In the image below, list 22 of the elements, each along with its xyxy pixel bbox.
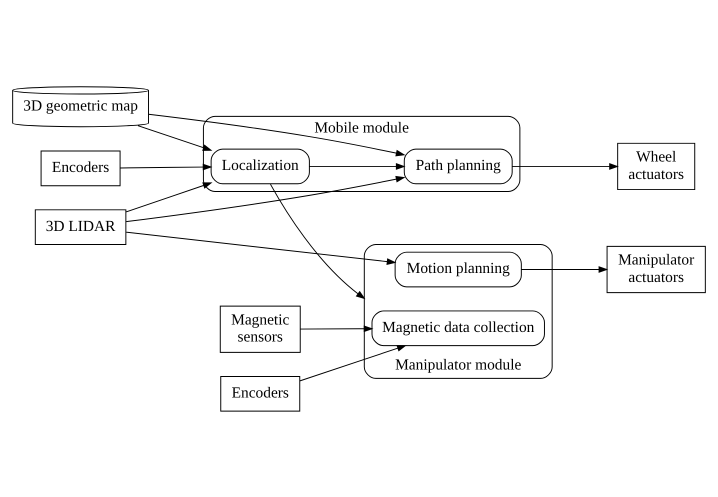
arrow	[120, 163, 212, 170]
arrow	[126, 175, 406, 222]
arrow	[148, 113, 406, 156]
arrow	[308, 162, 406, 170]
arrow	[300, 324, 374, 332]
node-box: Path planning	[404, 148, 513, 184]
node-box: Manipulator actuators	[606, 245, 706, 293]
arrow	[299, 344, 407, 381]
arrow	[521, 266, 608, 272]
arrow	[138, 124, 212, 150]
arrow	[270, 183, 366, 299]
node-box: Wheel actuators	[617, 142, 696, 190]
node-box: 3D LIDAR	[34, 208, 126, 244]
node-box: Encoders	[220, 375, 300, 412]
node-box: Magnetic sensors	[220, 305, 301, 352]
arrow	[126, 231, 396, 264]
node-box: Magnetic data collection	[372, 310, 545, 346]
arrow	[512, 162, 619, 170]
node-box: Localization	[210, 148, 310, 184]
arrow	[125, 182, 212, 212]
node-box: Motion planning	[394, 251, 522, 287]
node-box: Encoders	[40, 150, 121, 186]
